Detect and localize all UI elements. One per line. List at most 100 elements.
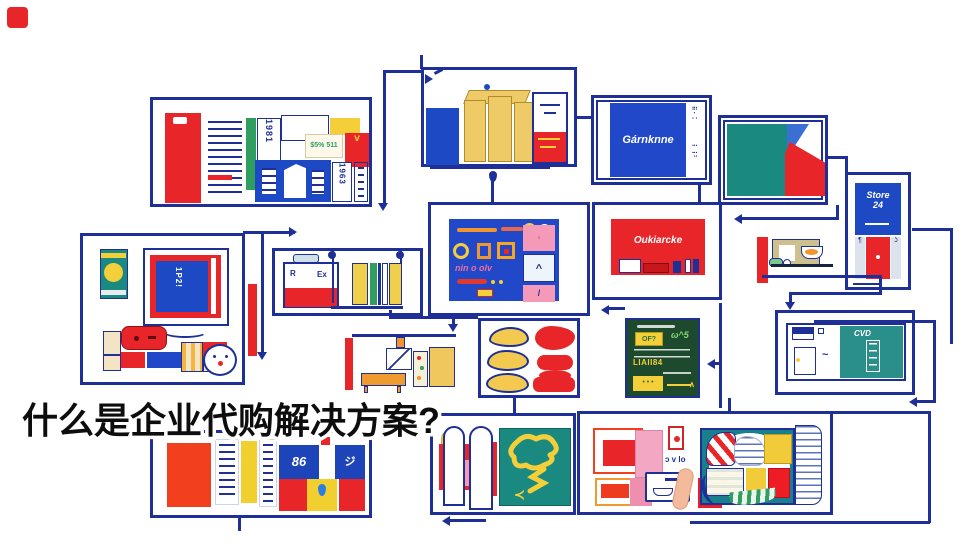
hanger-knob <box>328 251 336 259</box>
chalk-yellow-line <box>667 384 691 386</box>
bottle <box>417 356 421 360</box>
book-white <box>382 263 388 305</box>
sale-glyph-text: ジ <box>344 456 356 468</box>
card-caret: ^ <box>523 254 555 282</box>
connector-line <box>790 292 882 295</box>
red-sign-text: Oukiarcke <box>633 235 683 246</box>
letter-box <box>497 242 515 259</box>
card-yellow-mark <box>540 146 556 148</box>
price-list <box>215 439 239 505</box>
connector-line <box>928 411 931 523</box>
red-box-check-text: v <box>354 133 360 144</box>
can-stripe <box>101 253 126 258</box>
door-knob <box>876 255 880 259</box>
art-white-stripe <box>211 258 216 314</box>
connector-line <box>728 398 731 411</box>
price-list <box>259 439 277 507</box>
red-cabinet <box>165 113 201 203</box>
briefcase: R Ex <box>283 262 339 308</box>
bottle-rack <box>413 351 428 387</box>
door-column-left: ¶ <box>855 237 865 279</box>
connector-line <box>491 181 494 202</box>
panel-abstract-poster <box>718 115 828 205</box>
chalk-tag-2: • • • <box>633 376 663 391</box>
dot <box>491 280 495 284</box>
case-red-half <box>285 288 337 307</box>
pink-scribble: nin o olv <box>455 263 492 273</box>
mini-card <box>259 164 279 198</box>
connector-line <box>828 156 848 159</box>
carton-1 <box>464 100 486 162</box>
curved-arrow <box>163 326 207 338</box>
connector-line <box>690 521 930 524</box>
bowl-food <box>805 249 818 255</box>
scooter-wheel <box>783 259 791 267</box>
side-mark: ⠇⠸⠃ <box>690 144 696 161</box>
panel-chalkboard: OF? ω^5 LIAII84 • • • ∧ <box>625 318 700 398</box>
connector-line <box>712 362 720 365</box>
connector-line <box>912 228 952 231</box>
wall-chip <box>792 327 814 340</box>
shelf-line <box>331 306 403 309</box>
red-door <box>866 237 890 279</box>
headline-text: 什么是企业代购解决方案? <box>19 396 444 444</box>
ham-stack <box>533 377 575 392</box>
book-yellow <box>389 263 402 305</box>
arrow-left <box>598 305 609 315</box>
art-vertical-text: 1P2! <box>174 267 183 288</box>
tag-1981-text: 1981 <box>264 119 274 144</box>
fruit-can <box>100 249 128 299</box>
panel-living-room: 1P2! <box>80 233 245 385</box>
blue-shelf-block <box>255 160 331 202</box>
mini-card <box>309 166 327 198</box>
yellow-pack <box>764 434 792 464</box>
cup-dot <box>674 436 680 442</box>
chalk-rows <box>633 348 691 360</box>
connector-line <box>879 275 882 294</box>
arrow-down <box>785 302 795 313</box>
yellow-box <box>330 118 360 135</box>
goods-scribble-text: ɔ v lo <box>665 455 686 464</box>
cabinet-gold <box>429 347 455 387</box>
dots-card <box>354 162 368 202</box>
connector-line <box>950 228 953 344</box>
sale-sign-right: ジ <box>335 445 365 479</box>
paper-shape <box>284 164 306 198</box>
connector-line <box>513 396 516 413</box>
tag-1981: 1981 <box>257 118 281 164</box>
panel-store-24: Store 24 ¶ ʖ <box>845 172 911 290</box>
connector-line <box>446 519 486 522</box>
poster-arrow-text: ≺ <box>514 487 525 502</box>
connector-line <box>719 303 722 408</box>
eye <box>225 355 228 358</box>
cd-teal-board: CVD <box>840 326 903 378</box>
teal-block <box>727 124 787 196</box>
striped-crate <box>181 342 203 372</box>
case-mark-a: R <box>290 269 296 278</box>
card-mark <box>540 104 560 106</box>
bag-handle <box>443 426 465 506</box>
tiny-red-chip <box>321 437 330 446</box>
frame-fill <box>601 484 629 498</box>
sofa <box>121 326 167 350</box>
panel-appliance-store: ~ CVD <box>775 310 915 395</box>
panel-goods-table: ɔ v lo <box>577 411 833 515</box>
bread <box>486 373 529 393</box>
basin <box>653 488 673 496</box>
blue-block <box>147 352 183 368</box>
kitchen-post <box>396 337 405 348</box>
sale-sign-gap <box>319 445 335 479</box>
teal-food-board <box>698 428 795 507</box>
red-signboard: Oukiarcke <box>611 219 705 275</box>
kitchen-roof <box>352 334 456 337</box>
connector-line <box>833 411 931 414</box>
crate <box>103 355 121 371</box>
text-card <box>205 117 245 201</box>
bread <box>487 350 529 371</box>
connector-tick <box>389 310 392 318</box>
store-sign: Store 24 <box>855 183 901 235</box>
inner-showcase: ~ CVD <box>786 323 906 381</box>
bench-leg <box>397 386 401 393</box>
arrow-left <box>906 397 917 407</box>
arrow-left <box>704 359 715 369</box>
